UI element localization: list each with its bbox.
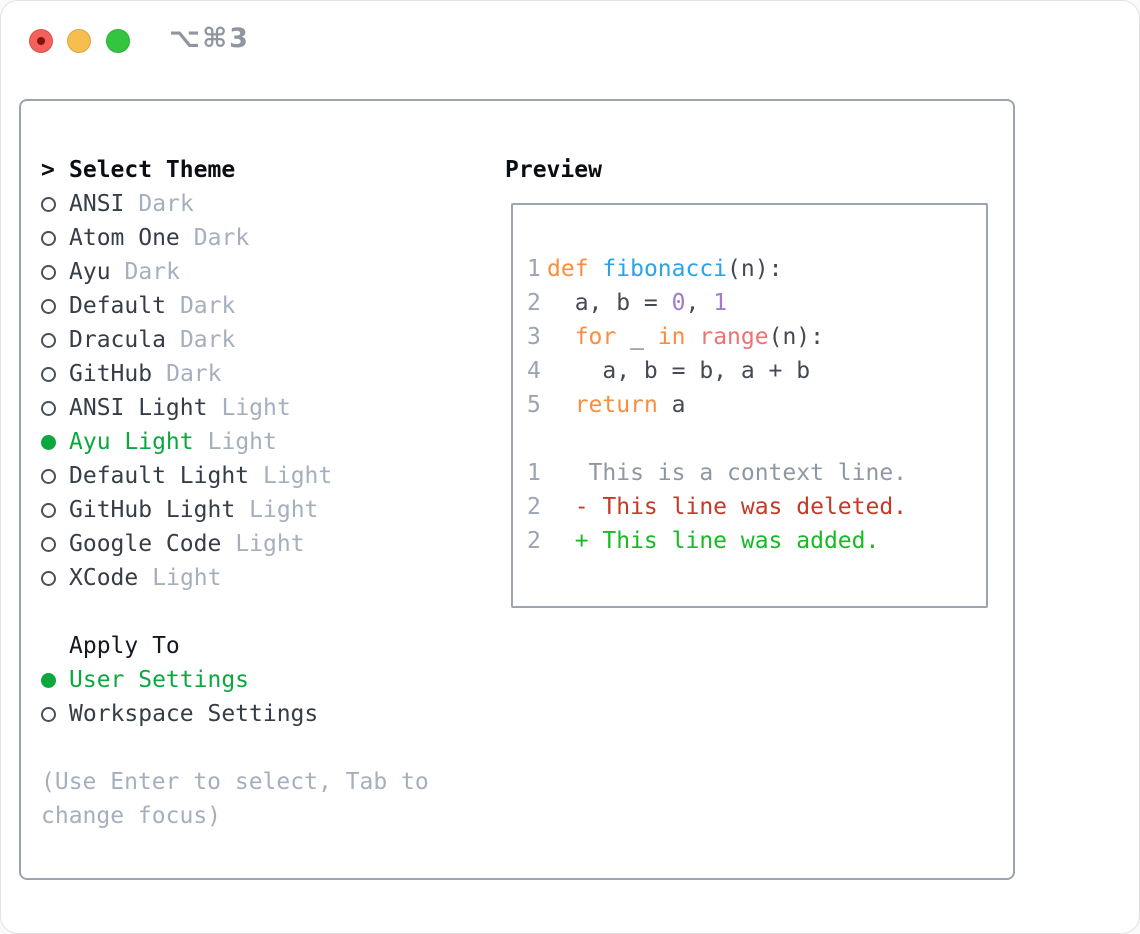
close-dot-icon [37, 37, 45, 45]
diff-line: 1 This is a context line. [527, 456, 986, 490]
radio-unselected-icon [41, 502, 56, 518]
line-number: 1 [527, 460, 541, 486]
theme-option[interactable]: GitHub Dark [41, 357, 332, 391]
theme-option-label: GitHub Light [69, 497, 236, 523]
theme-variant-label: Dark [179, 293, 236, 319]
theme-option-label: GitHub [69, 361, 153, 387]
theme-option[interactable]: GitHub Light Light [41, 493, 332, 527]
theme-option[interactable]: Google Code Light [41, 527, 332, 561]
theme-variant-label: Light [207, 429, 277, 455]
apply-to-option-label: User Settings [69, 667, 250, 693]
spacer [41, 595, 332, 629]
select-theme-title: Select Theme [69, 157, 236, 183]
radio-unselected-icon [41, 400, 56, 416]
radio-selected-icon [41, 434, 56, 450]
theme-option[interactable]: XCode Light [41, 561, 332, 595]
theme-option-label: Ayu [69, 259, 111, 285]
keyboard-hint: (Use Enter to select, Tab to change focu… [41, 769, 429, 829]
theme-option-label: XCode [69, 565, 139, 591]
theme-option-label: Ayu Light [69, 429, 194, 455]
line-number: 2 [527, 290, 541, 316]
code-line: 4 a, b = b, a + b [527, 354, 986, 388]
diff-line: 2 - This line was deleted. [527, 490, 986, 524]
theme-option-label: Google Code [69, 531, 222, 557]
radio-unselected-icon [41, 706, 56, 722]
theme-option[interactable]: Ayu Light Light [41, 425, 332, 459]
radio-unselected-icon [41, 536, 56, 552]
radio-selected-icon [41, 672, 56, 688]
theme-variant-label: Light [235, 531, 305, 557]
close-button[interactable] [29, 29, 53, 53]
apply-to-option[interactable]: Workspace Settings [41, 697, 332, 731]
selection-chevron-icon: > [41, 157, 55, 183]
line-number: 3 [527, 324, 541, 350]
radio-unselected-icon [41, 366, 56, 382]
radio-unselected-icon [41, 298, 56, 314]
radio-unselected-icon [41, 332, 56, 348]
theme-option-label: Dracula [69, 327, 166, 353]
theme-option[interactable]: Ayu Dark [41, 255, 332, 289]
theme-option-label: ANSI Light [69, 395, 208, 421]
window-shortcut-label: ⌥⌘3 [169, 23, 250, 54]
code-line: 3 for _ in range(n): [527, 320, 986, 354]
theme-variant-label: Dark [166, 361, 222, 387]
apply-to-title: Apply To [69, 633, 180, 659]
theme-option[interactable]: ANSI Dark [41, 187, 332, 221]
apply-to-option[interactable]: User Settings [41, 663, 332, 697]
theme-variant-label: Dark [138, 191, 194, 217]
theme-option[interactable]: Default Light Light [41, 459, 332, 493]
preview-title: Preview [505, 157, 602, 183]
radio-unselected-icon [41, 196, 56, 212]
theme-variant-label: Light [249, 497, 319, 523]
theme-option[interactable]: Dracula Dark [41, 323, 332, 357]
line-number: 2 [527, 494, 541, 520]
line-number: 4 [527, 358, 541, 384]
theme-option-label: Atom One [69, 225, 180, 251]
apply-to-header: Apply To [41, 629, 332, 663]
theme-option-label: ANSI [69, 191, 125, 217]
line-number: 5 [527, 392, 541, 418]
radio-unselected-icon [41, 264, 56, 280]
blank-line [527, 422, 986, 456]
radio-unselected-icon [41, 468, 56, 484]
line-number: 1 [527, 256, 541, 282]
radio-unselected-icon [41, 230, 56, 246]
code-line: 5 return a [527, 388, 986, 422]
theme-variant-label: Light [152, 565, 222, 591]
code-line: 2 a, b = 0, 1 [527, 286, 986, 320]
theme-option[interactable]: ANSI Light Light [41, 391, 332, 425]
theme-variant-label: Dark [124, 259, 180, 285]
theme-option-label: Default Light [69, 463, 250, 489]
theme-variant-label: Dark [179, 327, 236, 353]
theme-option-label: Default [69, 293, 166, 319]
theme-option[interactable]: Atom One Dark [41, 221, 332, 255]
theme-option[interactable]: Default Dark [41, 289, 332, 323]
minimize-button[interactable] [67, 29, 91, 53]
theme-variant-label: Light [263, 463, 333, 489]
select-theme-header: > Select Theme [41, 153, 332, 187]
theme-variant-label: Light [221, 395, 291, 421]
apply-to-option-label: Workspace Settings [69, 701, 319, 727]
line-number: 2 [527, 528, 541, 554]
diff-line: 2 + This line was added. [527, 524, 986, 558]
theme-variant-label: Dark [193, 225, 250, 251]
zoom-button[interactable] [106, 29, 130, 53]
radio-unselected-icon [41, 570, 56, 586]
